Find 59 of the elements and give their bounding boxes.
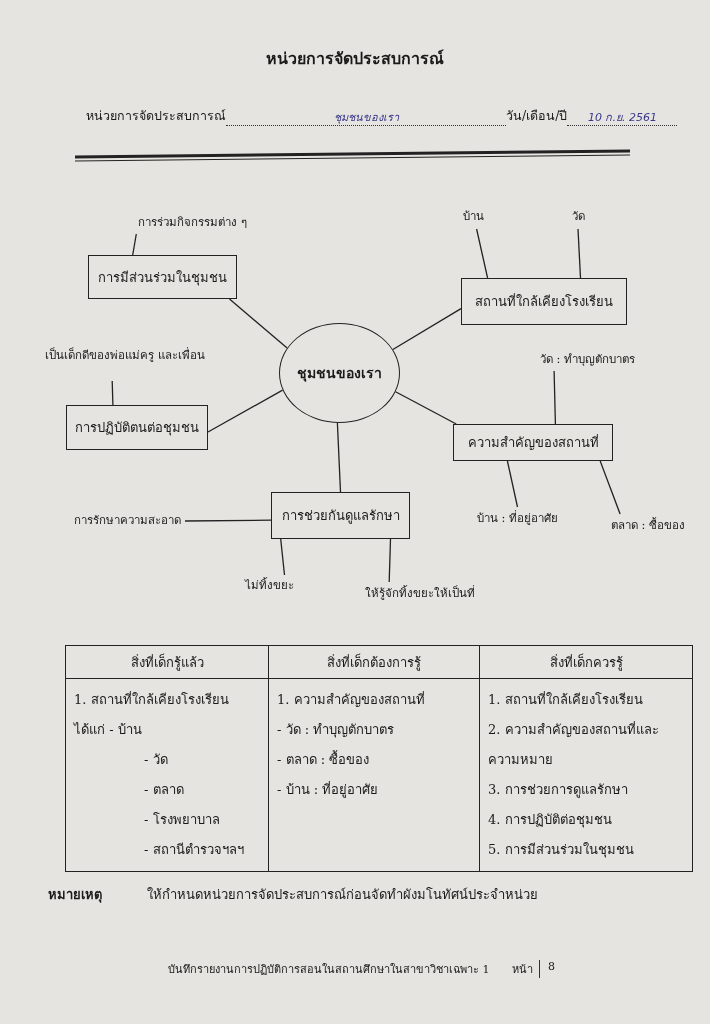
branch-text: ให้รู้จักทิ้งขยะให้เป็นที่ [350,582,490,606]
cell-text: 1. สถานที่ใกล้เคียงโรงเรียน [488,690,644,709]
page-title: หน่วยการจัดประสบการณ์ [265,48,445,70]
branch-text: วัด : ทำบุญตักบาตร [515,349,660,371]
cell-text: 4. การปฏิบัติต่อชุมชน [488,811,613,830]
cell-text: - ตลาด : ซื้อของ [277,749,371,769]
branch-text: การร่วมกิจกรรมต่าง ๆ [130,212,255,234]
column-header: สิ่งที่เด็กรู้แล้ว [65,645,269,679]
branch-text: ไม่ทิ้งขยะ [238,575,300,597]
cell-text: - วัด : ทำบุญตักบาตร [277,721,396,740]
central-ellipse: ชุมชนของเรา [279,323,400,423]
connector-line [599,460,621,515]
column-header: สิ่งที่เด็กต้องการรู้ [268,645,480,679]
connector-line [228,298,288,349]
cell-text: - โรงพยาบาล [143,811,221,829]
connector-line [475,228,489,279]
cell-text: 1. สถานที่ใกล้เคียงโรงเรียน [74,690,230,709]
connector-line [336,422,342,493]
column-header: สิ่งที่เด็กควรรู้ [479,645,693,679]
footer-text: บันทึกรายงานการปฏิบัติการสอนในสถานศึกษาในสาขาวิชาเฉพาะ 1 [168,962,490,978]
fill-in-line: ชุมชนของเรา [226,108,506,126]
connector-line [111,380,114,406]
connector-line [280,538,286,576]
connector-line [132,233,137,256]
cell-text: - วัด [143,751,169,769]
field-label: วัน/เดือน/ปี [506,107,568,125]
cell-text: - บ้าน : ที่อยู่อาศัย [277,780,380,800]
cell-text: - ตลาด [143,781,185,799]
topic-box: การปฏิบัติตนต่อชุมชน [66,405,208,450]
connector-line [506,460,519,508]
connector-line [553,370,557,425]
topic-box: การมีส่วนร่วมในชุมชน [88,255,237,299]
note-label: หมายเหตุ [48,886,102,905]
fill-in-line: 10 ก.ย. 2561 [567,108,678,126]
connector-line [577,228,582,279]
cell-text: 1. ความสำคัญของสถานที่ [277,690,426,709]
branch-text: ตลาด : ซื้อของ [603,514,693,538]
branch-text: การรักษาความสะอาด [70,510,185,532]
branch-text: วัด [560,205,596,229]
topic-box: การช่วยกันดูแลรักษา [271,492,410,539]
topic-box: สถานที่ใกล้เคียงโรงเรียน [461,278,627,325]
branch-text: บ้าน : ที่อยู่อาศัย [455,507,580,531]
cell-text: - สถานีตำรวจฯลฯ [143,841,245,859]
connector-line [184,519,272,522]
topic-box: ความสำคัญของสถานที่ [453,424,613,461]
cell-text: 3. การช่วยการดูแลรักษา [488,781,629,800]
cell-text: ได้แก่ - บ้าน [74,721,143,739]
branch-text: เป็นเด็กดีของพ่อแม่ครู และเพื่อน [45,331,205,381]
field-label: หน่วยการจัดประสบการณ์ [86,107,226,125]
cell-text: 2. ความสำคัญของสถานที่และ ความหมาย [488,720,660,769]
connector-line [394,391,457,425]
note-text: ให้กำหนดหน่วยการจัดประสบการณ์ก่อนจัดทำผังมโนทัศน์ประจำหน่วย [147,886,538,904]
connector-line [388,538,392,583]
connector-line [392,307,462,351]
cell-text: 5. การมีส่วนร่วมในชุมชน [488,841,635,860]
page-number: 8 [548,960,555,973]
branch-text: บ้าน [455,205,491,229]
connector-line [207,389,284,433]
footer-text: หน้า [512,960,540,978]
